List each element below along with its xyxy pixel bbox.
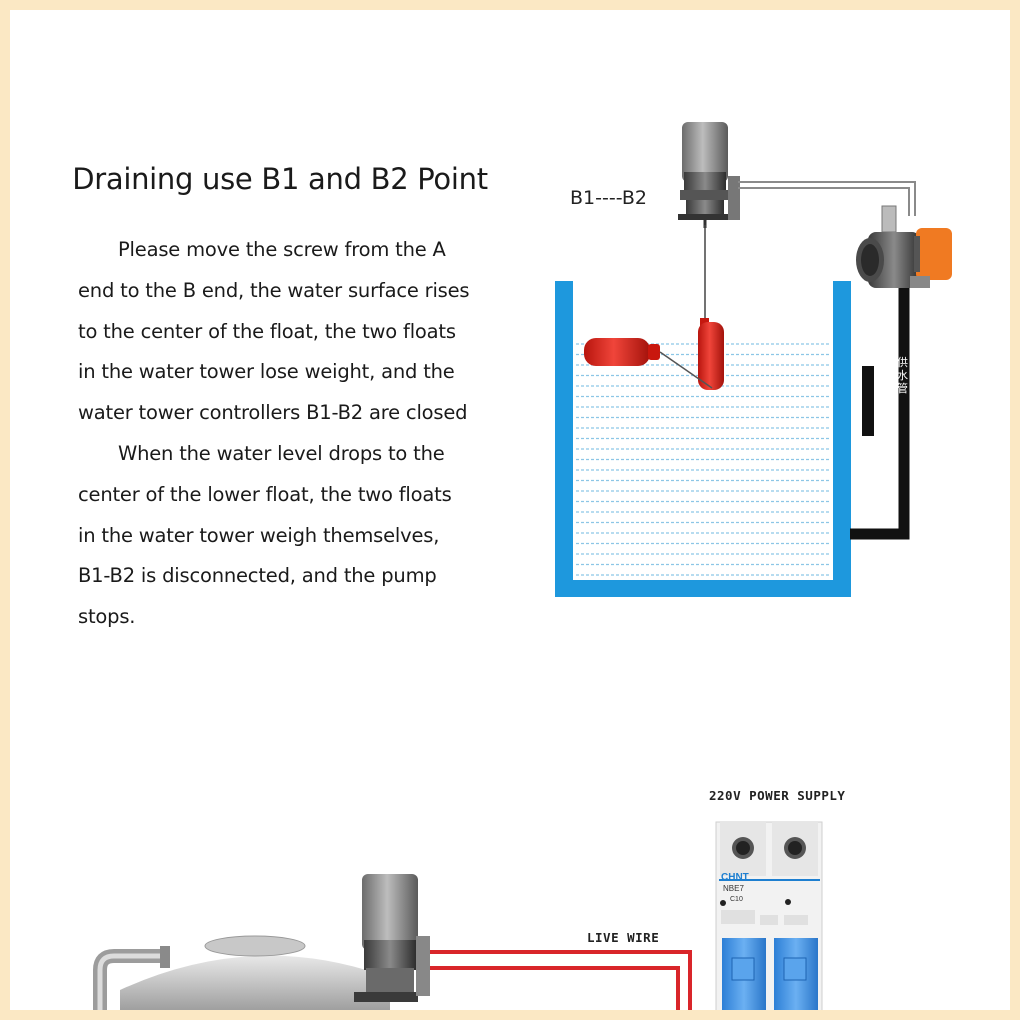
paragraph-line: Please move the screw from the A: [118, 238, 446, 261]
paragraph-line: stops.: [78, 605, 136, 629]
live-wire: [420, 950, 692, 1010]
diagram-svg: [93, 122, 952, 1010]
paragraph-line: water tower controllers B1-B2 are closed: [78, 401, 468, 425]
breaker: [715, 821, 823, 1010]
breaker-model: NBE7: [723, 884, 744, 893]
paragraph-line: in the water tower lose weight, and the: [78, 360, 455, 384]
supply-pipe-label: 供水管: [897, 356, 908, 395]
breaker-rating: C10: [730, 896, 743, 903]
heading: Draining use B1 and B2 Point: [72, 162, 488, 196]
paragraph-line: in the water tower weigh themselves,: [78, 523, 440, 547]
bottom-float-switch-controller: [354, 874, 430, 1002]
paragraph-line: When the water level drops to the: [118, 441, 445, 465]
image-frame: Draining use B1 and B2 Point Please move…: [10, 10, 1010, 1010]
float-switch-controller: [678, 122, 740, 228]
vertical-float: [698, 318, 724, 390]
live-wire-label: LIVE WIRE: [587, 930, 660, 945]
control-cable: [738, 181, 916, 216]
paragraph-line: end to the B end, the water surface rise…: [78, 278, 470, 302]
power-supply-label: 220V POWER SUPPLY: [709, 788, 846, 803]
water-tank: [555, 281, 851, 597]
horizontal-float: [584, 338, 713, 389]
flow-arrow-bar: [862, 366, 874, 436]
paragraph-line: center of the lower float, the two float…: [78, 482, 452, 506]
supply-pipe: [850, 288, 910, 540]
description-paragraph: Please move the screw from the A end to t…: [78, 230, 518, 638]
switch-terminal-label: B1----B2: [570, 187, 647, 209]
paragraph-line: to the center of the float, the two floa…: [78, 319, 456, 343]
paragraph-line: B1-B2 is disconnected, and the pump: [78, 564, 437, 588]
breaker-brand: CHNT: [721, 872, 749, 883]
water-pump: [856, 205, 952, 288]
bottom-water-tank: [93, 935, 390, 1010]
